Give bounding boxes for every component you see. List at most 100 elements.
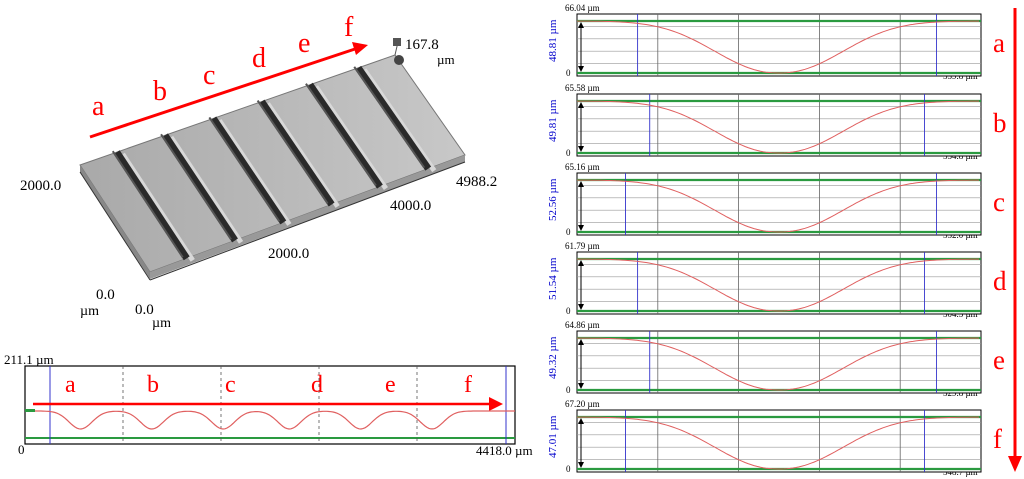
panel-e-depth-value: 49.32 µm <box>547 336 559 379</box>
y-axis-line <box>149 161 466 281</box>
panel-c-depth-value: 52.56 µm <box>547 178 559 221</box>
panel-profile-line <box>577 20 979 74</box>
panel-a-zero: 0 <box>566 68 571 78</box>
surface-direction-arrowhead <box>352 42 368 55</box>
panel-e-label: e <box>993 345 1005 375</box>
groove-edge <box>256 100 329 205</box>
surface-label-d: d <box>252 43 266 74</box>
y-tick-max: 4988.2 <box>456 174 498 190</box>
panel-a-label: a <box>993 28 1005 58</box>
panel-f-top-value: 67.20 µm <box>565 399 600 409</box>
panel-f-zero: 0 <box>566 464 571 474</box>
groove-highlight <box>265 102 340 208</box>
panel-depth-arrow-top <box>578 260 584 266</box>
panel-b-label: b <box>993 108 1007 138</box>
panel-e-zero: 0 <box>566 385 571 395</box>
panel-depth-arrow-top <box>578 339 584 345</box>
surface-direction-arrow <box>89 46 359 139</box>
groove-mark <box>258 99 335 207</box>
groove-edge <box>160 133 232 240</box>
groove-profile-d <box>576 251 982 315</box>
panel-c-zero: 0 <box>566 227 571 237</box>
panel-profile-line <box>577 100 979 154</box>
panel-depth-arrow-bottom <box>578 462 584 468</box>
panel-f-depth-value: 47.01 µm <box>547 415 559 458</box>
z-max-value: 167.8 <box>405 37 439 53</box>
z-axis-handle <box>393 38 401 46</box>
panel-f-label: f <box>993 424 1002 454</box>
overall-label-b: b <box>147 372 159 398</box>
overall-label-e: e <box>385 372 396 398</box>
panel-d-zero: 0 <box>566 306 571 316</box>
panel-b-zero: 0 <box>566 148 571 158</box>
panel-depth-arrow-bottom <box>578 225 584 231</box>
x-axis-line <box>79 171 151 281</box>
x-tick-2000: 2000.0 <box>20 178 62 194</box>
overall-label-a: a <box>65 372 76 398</box>
overall-top-value: 211.1 µm <box>4 352 54 367</box>
x-unit: µm <box>80 304 99 319</box>
groove-edge <box>208 116 281 223</box>
groove-mark <box>113 150 190 261</box>
groove-profile-b <box>576 93 982 157</box>
groove-highlight <box>168 135 244 244</box>
overall-label-f: f <box>464 372 472 398</box>
overall-label-d: d <box>311 372 323 398</box>
groove-edge <box>305 83 377 187</box>
x-tick-0: 0.0 <box>96 287 115 303</box>
groove-profile-e <box>576 330 982 394</box>
panel-depth-arrow-top <box>578 181 584 187</box>
z-axis-origin <box>394 55 404 65</box>
groove-highlight <box>217 119 292 226</box>
groove-highlight <box>120 152 195 262</box>
groove-profile-f <box>576 409 982 473</box>
overall-x-end-value: 4418.0 µm <box>476 443 533 458</box>
panel-d-top-value: 61.79 µm <box>565 241 600 251</box>
panel-depth-arrow-bottom <box>578 66 584 72</box>
surface-label-e: e <box>298 28 311 59</box>
overall-direction-arrowhead <box>489 397 503 411</box>
panel-a-top-value: 66.04 µm <box>565 3 600 13</box>
surface-front-face <box>80 165 150 279</box>
panel-b-depth-value: 49.81 µm <box>547 99 559 142</box>
grooves-group <box>111 65 437 262</box>
surface-label-f: f <box>344 12 354 43</box>
panel-profile-line <box>577 337 979 391</box>
panel-profile-line <box>577 416 979 470</box>
overall-bottom-value: 0 <box>18 442 25 457</box>
surface-plate <box>79 54 466 273</box>
overall-start-marker <box>25 409 35 412</box>
panel-b-top-value: 65.58 µm <box>565 83 600 93</box>
panel-c-top-value: 65.16 µm <box>565 162 600 172</box>
y-tick-4000: 4000.0 <box>390 198 432 214</box>
y-tick-0: 0.0 <box>135 302 154 318</box>
y-tick-2000: 2000.0 <box>268 246 310 262</box>
panel-depth-arrow-bottom <box>578 304 584 310</box>
groove-mark <box>355 65 432 171</box>
y-unit: µm <box>152 316 171 331</box>
panel-profile-line <box>577 258 979 312</box>
groove-profile-c <box>576 172 982 236</box>
overall-label-c: c <box>225 372 236 398</box>
groove-mark <box>162 133 238 243</box>
groove-mark <box>210 116 287 225</box>
groove-highlight <box>362 68 437 173</box>
surface-label-b: b <box>153 76 167 107</box>
panel-depth-arrow-top <box>578 418 584 424</box>
panel-d-label: d <box>993 266 1007 296</box>
panel-e-top-value: 64.86 µm <box>565 320 600 330</box>
overall-profile-line <box>25 410 515 430</box>
panel-c-label: c <box>993 187 1005 217</box>
panel-depth-arrow-top <box>578 22 584 28</box>
groove-highlight <box>313 85 389 191</box>
groove-mark <box>307 82 383 189</box>
surface-3d-view <box>79 38 466 281</box>
surface-label-a: a <box>92 91 105 122</box>
groove-edge <box>353 66 426 169</box>
overall-profile-chart <box>24 365 516 445</box>
panel-depth-arrow-bottom <box>578 146 584 152</box>
panel-depth-arrow-bottom <box>578 383 584 389</box>
groove-edge <box>111 150 184 258</box>
groove-profile-a <box>576 13 982 77</box>
panels-direction-arrow <box>1008 8 1022 472</box>
